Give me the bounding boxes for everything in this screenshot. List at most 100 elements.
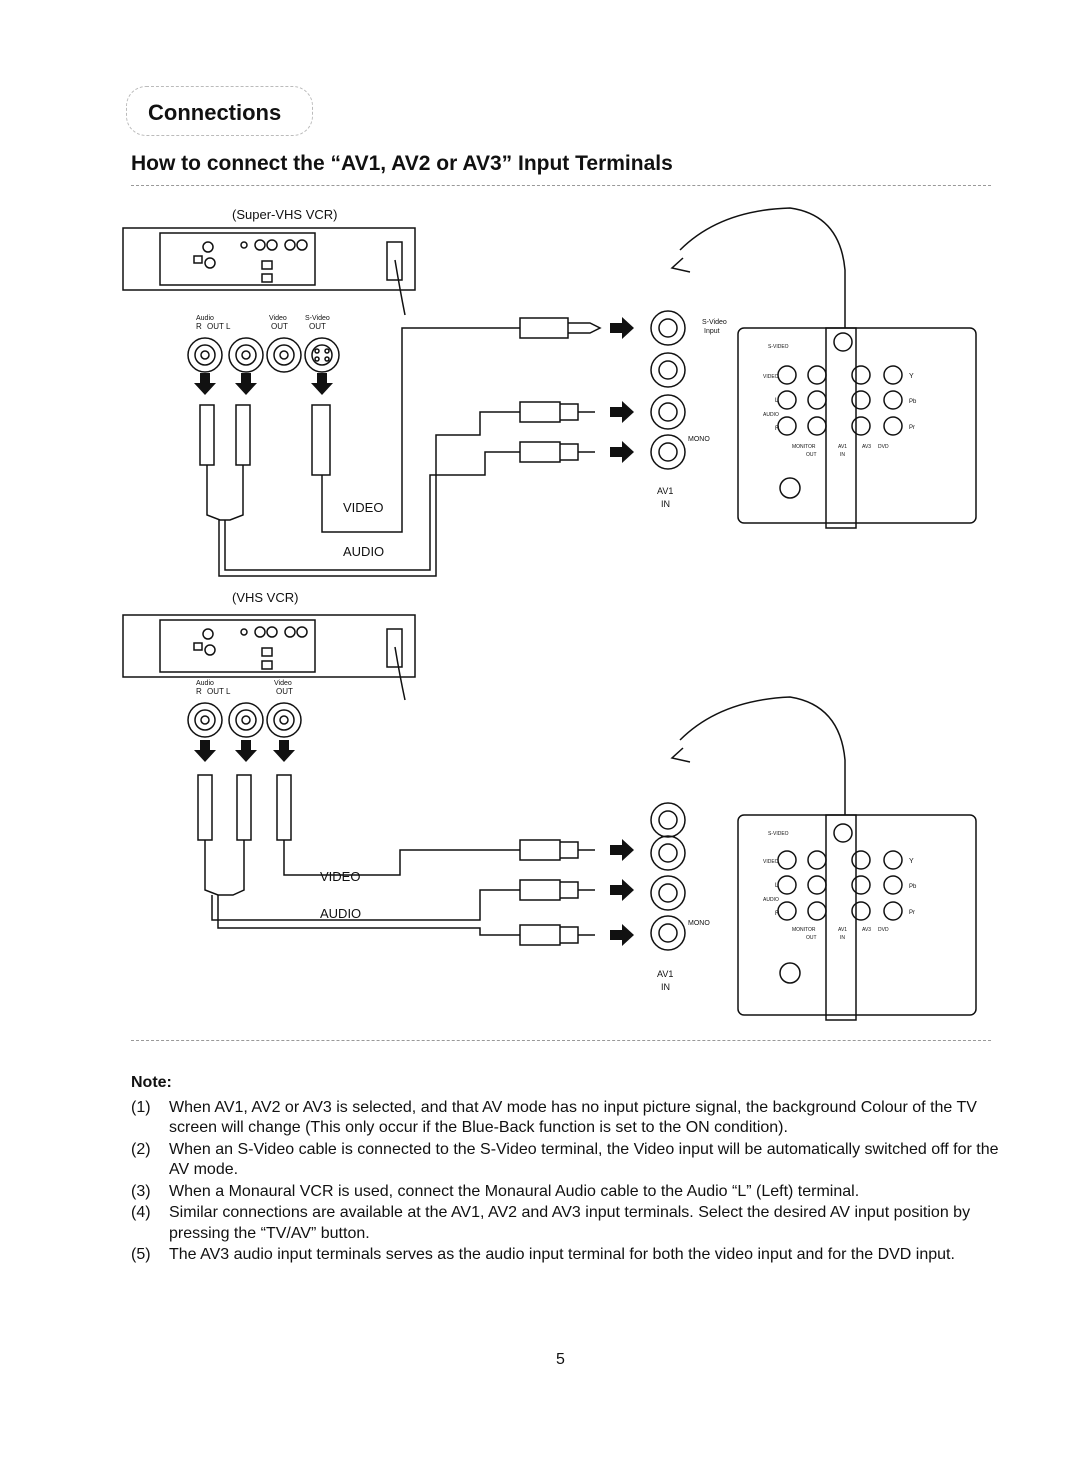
- diagram-label: AUDIO: [763, 897, 779, 903]
- diagram-label: AV3: [862, 444, 871, 450]
- diagram-label: L: [775, 883, 779, 889]
- diagram-label: MONITOR: [792, 444, 816, 450]
- diagram-label: R: [775, 426, 780, 432]
- diagram-label: OUT: [276, 687, 293, 696]
- tv-video-input-jack: [650, 835, 686, 871]
- diagram-label: R: [196, 687, 202, 696]
- cable-video-label: VIDEO: [320, 869, 360, 884]
- diagram-label: L: [775, 398, 779, 404]
- diagram-label: IN: [661, 982, 670, 992]
- diagram-label: Audio: [196, 680, 214, 687]
- vhs-vcr: [122, 614, 416, 678]
- diagram-label: Pb: [909, 399, 917, 405]
- page-subtitle: How to connect the “AV1, AV2 or AV3” Inp…: [131, 152, 673, 175]
- tv-audio-r-input-jack: [650, 915, 686, 951]
- notes-title: Note:: [131, 1074, 172, 1091]
- subtitle-divider: [131, 185, 991, 186]
- note-item: (4) Similar connections are available at…: [131, 1203, 1011, 1244]
- down-arrow-icon: [194, 740, 216, 762]
- diagram-label: AV3: [862, 927, 871, 933]
- diagram-label: DVD: [878, 444, 889, 450]
- note-item: (2) When an S-Video cable is connected t…: [131, 1140, 1011, 1181]
- right-arrow-icon: [610, 924, 634, 946]
- note-text: Similar connections are available at the…: [169, 1204, 971, 1242]
- vhs-vcr-title: (VHS VCR): [232, 590, 298, 605]
- section-heading-frame: [126, 86, 313, 136]
- tv-audio-r-input-jack: [650, 434, 686, 470]
- diagram-label: Y: [909, 373, 914, 380]
- diagram-label: OUT: [806, 452, 817, 458]
- arrow-icons: [194, 740, 634, 946]
- diagram-label: Video: [274, 680, 292, 687]
- note-number: (5): [131, 1246, 151, 1263]
- cable-audio-label: AUDIO: [343, 544, 384, 559]
- note-item: (5) The AV3 audio input terminals serves…: [131, 1245, 1011, 1266]
- note-text: The AV3 audio input terminals serves as …: [169, 1246, 955, 1263]
- tv-rear-panel: [670, 207, 977, 529]
- diagram-label: DVD: [878, 927, 889, 933]
- right-arrow-icon: [610, 401, 634, 423]
- vcr-audio-l-jack: [228, 702, 264, 738]
- diagram-label: OUT: [806, 935, 817, 941]
- diagram-label: R: [775, 911, 780, 917]
- diagram-label: Video: [269, 315, 287, 322]
- note-number: (3): [131, 1182, 151, 1200]
- notes-divider: [131, 1040, 991, 1041]
- diagram-label: AV1: [657, 486, 673, 496]
- diagram-label: R: [196, 322, 202, 331]
- super-vhs-connection-diagram: (Super-VHS VCR) Audio R OUT L Video OUT …: [122, 207, 977, 577]
- diagram-label: S-VIDEO: [768, 344, 789, 350]
- diagram-label: S-Video: [702, 319, 727, 326]
- right-arrow-icon: [610, 441, 634, 463]
- arrow-icons: [194, 317, 634, 463]
- tv-svideo-input-jack: [650, 802, 686, 838]
- vcr-audio-l-jack: [228, 337, 264, 373]
- down-arrow-icon: [311, 373, 333, 395]
- diagram-label: Input: [704, 328, 720, 335]
- tv-svideo-input-jack: [650, 310, 686, 346]
- vhs-connection-diagram: (VHS VCR) Audio R OUT L Video OUT VIDEO …: [122, 590, 977, 1021]
- note-text: When a Monaural VCR is used, connect the…: [169, 1182, 860, 1200]
- diagram-label: IN: [840, 935, 845, 941]
- tv-audio-l-input-jack: [650, 394, 686, 430]
- diagram-label: IN: [840, 452, 845, 458]
- right-arrow-icon: [610, 879, 634, 901]
- diagram-label: VIDEO: [763, 859, 779, 865]
- diagram-label: Pb: [909, 884, 917, 890]
- vcr-video-jack: [266, 702, 302, 738]
- diagram-label: Audio: [196, 315, 214, 322]
- diagram-label: S-VIDEO: [768, 831, 789, 837]
- diagram-label: S-Video: [305, 315, 330, 322]
- down-arrow-icon: [194, 373, 216, 395]
- diagram-label: MONO: [688, 436, 710, 443]
- note-number: (1): [131, 1098, 151, 1116]
- tv-rear-panel: [670, 696, 977, 1021]
- tv-audio-l-input-jack: [650, 875, 686, 911]
- diagram-label: OUT L: [207, 322, 231, 331]
- diagram-label: Y: [909, 858, 914, 865]
- vcr-audio-r-jack: [187, 337, 223, 373]
- notes-section: Note: (1) When AV1, AV2 or AV3 is select…: [131, 1073, 1011, 1267]
- diagram-label: OUT: [309, 322, 326, 331]
- diagram-label: VIDEO: [763, 374, 779, 380]
- vcr-svideo-jack: [304, 337, 340, 373]
- down-arrow-icon: [235, 740, 257, 762]
- diagram-label: AV1: [657, 969, 673, 979]
- section-heading: Connections: [148, 100, 282, 125]
- diagram-label: MONITOR: [792, 927, 816, 933]
- note-text: When an S-Video cable is connected to th…: [169, 1140, 999, 1179]
- vcr-video-jack: [266, 337, 302, 373]
- diagram-label: OUT: [271, 322, 288, 331]
- note-number: (4): [131, 1204, 151, 1221]
- note-number: (2): [131, 1140, 151, 1158]
- note-item: (3) When a Monaural VCR is used, connect…: [131, 1182, 1011, 1203]
- diagram-label: Pr: [909, 425, 915, 431]
- down-arrow-icon: [273, 740, 295, 762]
- diagram-label: AV1: [838, 444, 847, 450]
- right-arrow-icon: [610, 317, 634, 339]
- diagram-label: AUDIO: [763, 412, 779, 418]
- diagram-label: IN: [661, 499, 670, 509]
- diagram-label: Pr: [909, 910, 915, 916]
- super-vhs-vcr: [122, 227, 416, 291]
- note-item: (1) When AV1, AV2 or AV3 is selected, an…: [131, 1098, 1011, 1139]
